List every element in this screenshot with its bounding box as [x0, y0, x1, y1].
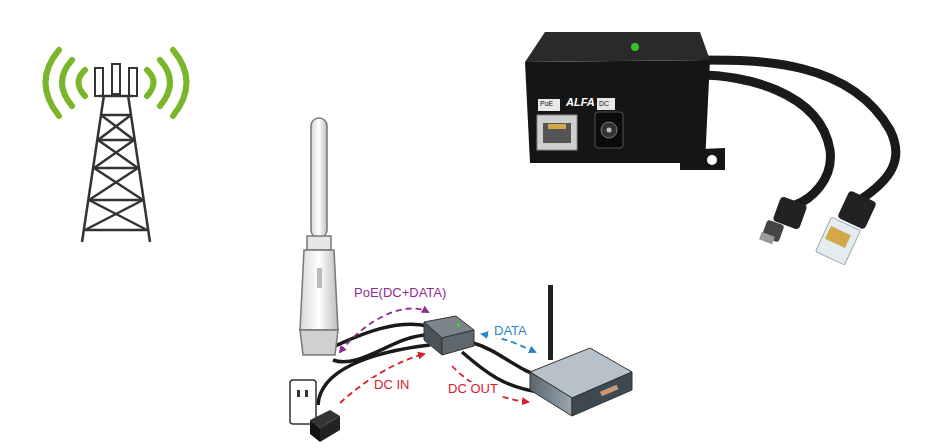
dc-plug — [759, 196, 808, 244]
tower-icon — [82, 64, 150, 242]
splitter — [424, 316, 474, 355]
signal-label: DC OUT — [446, 382, 500, 396]
signal-label: DC IN — [372, 378, 411, 392]
poe-arrow — [340, 308, 428, 352]
port-label: PoE — [540, 100, 553, 108]
outdoor-ap — [300, 118, 338, 355]
power-adapter — [290, 380, 340, 442]
poe-splitter-photo — [525, 32, 896, 265]
signal-waves — [46, 50, 187, 116]
dc-in-arrow — [340, 354, 424, 403]
rj45-plug — [815, 190, 876, 265]
port-label: DC — [599, 100, 609, 108]
router — [530, 285, 632, 416]
brand-label: ALFA — [566, 96, 595, 108]
signal-label: DATA — [492, 324, 529, 338]
signal-label: PoE(DC+DATA) — [352, 286, 448, 300]
